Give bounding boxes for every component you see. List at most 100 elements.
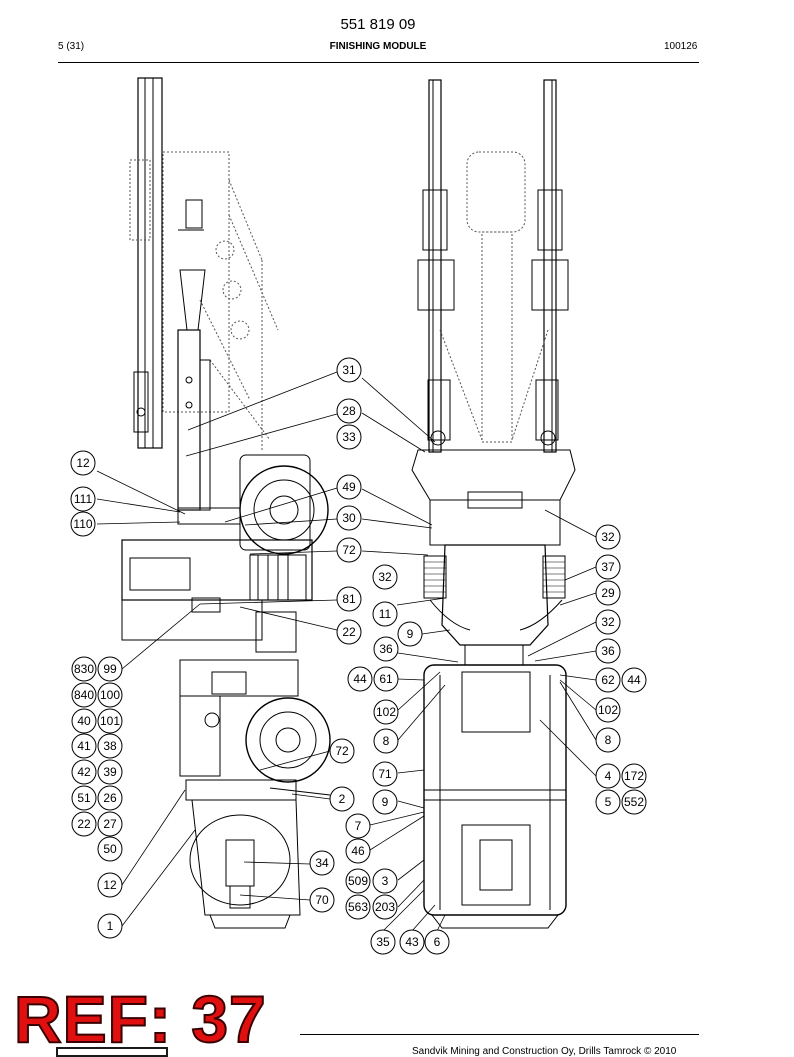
- callout-bubble: 9: [397, 621, 423, 647]
- callout-bubble: 110: [70, 511, 96, 537]
- callout-bubble: 41: [71, 733, 97, 759]
- leader-lines: [96, 371, 597, 932]
- callout-bubble: 830: [71, 656, 97, 682]
- side-view-drawing: [121, 77, 331, 929]
- svg-text:43: 43: [405, 935, 419, 949]
- callout-bubble: 38: [97, 733, 123, 759]
- footer-logo: [56, 1047, 168, 1057]
- svg-text:38: 38: [103, 739, 117, 753]
- callout-bubble: 34: [309, 850, 335, 876]
- svg-text:172: 172: [624, 769, 644, 783]
- svg-text:33: 33: [342, 430, 356, 444]
- svg-text:203: 203: [375, 900, 395, 914]
- svg-text:26: 26: [103, 791, 117, 805]
- svg-text:840: 840: [74, 688, 94, 702]
- reference-stamp: REF: 37: [13, 982, 267, 1056]
- callout-bubble: 12: [70, 450, 96, 476]
- callout-bubble: 552: [621, 789, 647, 815]
- callout-bubble: 203: [372, 894, 398, 920]
- callout-bubble: 563: [345, 894, 371, 920]
- callout-bubble: 32: [595, 609, 621, 635]
- callout-bubble: 36: [595, 638, 621, 664]
- svg-text:11: 11: [379, 607, 392, 621]
- svg-text:29: 29: [601, 586, 615, 600]
- svg-text:110: 110: [73, 517, 92, 531]
- svg-text:44: 44: [353, 672, 367, 686]
- svg-text:49: 49: [342, 480, 356, 494]
- svg-text:62: 62: [601, 673, 615, 687]
- svg-text:8: 8: [605, 733, 612, 747]
- callout-bubble: 6: [424, 929, 450, 955]
- callout-bubble: 62: [595, 667, 621, 693]
- svg-text:51: 51: [77, 791, 91, 805]
- callout-bubble: 50: [97, 836, 123, 862]
- top-view-drawing: [411, 79, 576, 929]
- callout-bubble: 72: [329, 738, 355, 764]
- callout-bubble: 840: [71, 682, 97, 708]
- svg-text:44: 44: [627, 673, 641, 687]
- svg-text:72: 72: [342, 543, 356, 557]
- callout-bubble: 32: [595, 524, 621, 550]
- callout-bubble: 22: [336, 619, 362, 645]
- svg-text:35: 35: [376, 935, 390, 949]
- svg-text:9: 9: [382, 795, 389, 809]
- svg-text:3: 3: [382, 874, 389, 888]
- callout-bubble: 31: [336, 357, 362, 383]
- callout-bubble: 5: [595, 789, 621, 815]
- callout-bubble: 81: [336, 586, 362, 612]
- svg-text:30: 30: [342, 511, 356, 525]
- callout-bubble: 43: [399, 929, 425, 955]
- callout-bubble: 33: [336, 424, 362, 450]
- page-title: FINISHING MODULE: [329, 41, 427, 52]
- callout-bubble: 100: [97, 682, 123, 708]
- svg-text:8: 8: [383, 734, 390, 748]
- svg-text:71: 71: [378, 767, 392, 781]
- svg-text:32: 32: [601, 615, 615, 629]
- svg-text:32: 32: [601, 530, 615, 544]
- callout-bubble: 28: [336, 398, 362, 424]
- callout-bubble: 37: [595, 554, 621, 580]
- date-code: 100126: [664, 41, 698, 52]
- svg-text:101: 101: [100, 714, 120, 728]
- svg-text:5: 5: [605, 795, 612, 809]
- header-rule: [58, 62, 699, 63]
- callout-bubble: 30: [336, 505, 362, 531]
- callout-bubble: 51: [71, 785, 97, 811]
- callout-bubble: 99: [97, 656, 123, 682]
- svg-text:37: 37: [601, 560, 615, 574]
- callout-bubble: 1: [97, 913, 123, 939]
- svg-text:41: 41: [77, 739, 91, 753]
- callout-bubble: 42: [71, 759, 97, 785]
- callout-bubble: 46: [345, 838, 371, 864]
- callout-bubble: 509: [345, 868, 371, 894]
- svg-text:36: 36: [379, 642, 393, 656]
- callout-bubble: 102: [373, 699, 399, 725]
- callout-bubble: 44: [621, 667, 647, 693]
- callout-bubble: 70: [309, 887, 335, 913]
- callout-bubble: 29: [595, 580, 621, 606]
- svg-text:9: 9: [407, 627, 414, 641]
- svg-text:6: 6: [434, 935, 441, 949]
- callout-bubble: 40: [71, 708, 97, 734]
- callout-bubble: 7: [345, 813, 371, 839]
- document-number: 551 819 09: [340, 16, 416, 33]
- svg-text:42: 42: [77, 765, 91, 779]
- svg-text:22: 22: [342, 625, 356, 639]
- callout-bubble: 102: [595, 697, 621, 723]
- callout-bubble: 44: [347, 666, 373, 692]
- svg-text:100: 100: [100, 688, 120, 702]
- svg-text:40: 40: [77, 714, 91, 728]
- svg-text:27: 27: [103, 817, 117, 831]
- callout-bubble: 172: [621, 763, 647, 789]
- svg-text:22: 22: [77, 817, 91, 831]
- svg-text:563: 563: [348, 900, 368, 914]
- svg-text:830: 830: [74, 662, 94, 676]
- callout-bubble: 2: [329, 786, 355, 812]
- callout-bubble: 111: [70, 486, 96, 512]
- callout-bubble: 11: [372, 601, 398, 627]
- callout-bubble: 39: [97, 759, 123, 785]
- svg-text:72: 72: [335, 744, 349, 758]
- svg-text:28: 28: [342, 404, 356, 418]
- svg-text:12: 12: [103, 878, 117, 892]
- svg-text:32: 32: [378, 570, 392, 584]
